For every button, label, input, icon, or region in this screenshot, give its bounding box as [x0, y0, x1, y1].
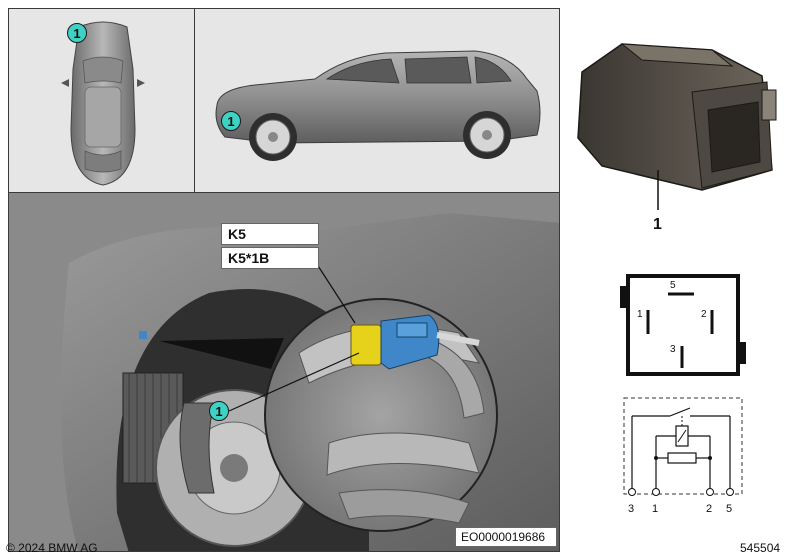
- relay-pin-3: 3: [670, 344, 676, 355]
- part-number-label: 1: [653, 216, 662, 233]
- connector-label-k5-1b: K5*1B: [221, 247, 319, 269]
- relay-pin-1: 1: [637, 309, 643, 320]
- car-side-view-illustration: [215, 50, 541, 161]
- zoom-detail: [298, 314, 485, 524]
- schematic-pin-2: 2: [706, 503, 713, 515]
- schematic-pin-5: 5: [726, 503, 733, 515]
- relay-circuit-schematic: [623, 397, 743, 496]
- relay-part-illustration: [577, 43, 777, 210]
- relay-pin-5: 5: [670, 280, 676, 291]
- schematic-pin-1: 1: [652, 503, 659, 515]
- side-view-panel: 1: [194, 8, 560, 194]
- callout-1-side-view: 1: [221, 111, 241, 131]
- relay-pin-2: 2: [701, 309, 707, 320]
- schematic-pin-3: 3: [628, 503, 635, 515]
- reference-number: 545504: [740, 541, 781, 555]
- connector-label-k5: K5: [221, 223, 319, 245]
- callout-1-detail-view: 1: [209, 401, 229, 421]
- relay-pin-symbol: [620, 274, 746, 376]
- image-code-label: EO0000019686: [455, 527, 557, 547]
- detail-view-panel: K5 K5*1B 1 EO0000019686: [8, 192, 560, 552]
- wheel-arch-illustration: [9, 193, 559, 551]
- top-view-panel: 1: [8, 8, 196, 194]
- copyright-text: © 2024 BMW AG: [6, 541, 98, 555]
- callout-1-top-view: 1: [67, 23, 87, 43]
- car-top-view-illustration: [61, 21, 145, 186]
